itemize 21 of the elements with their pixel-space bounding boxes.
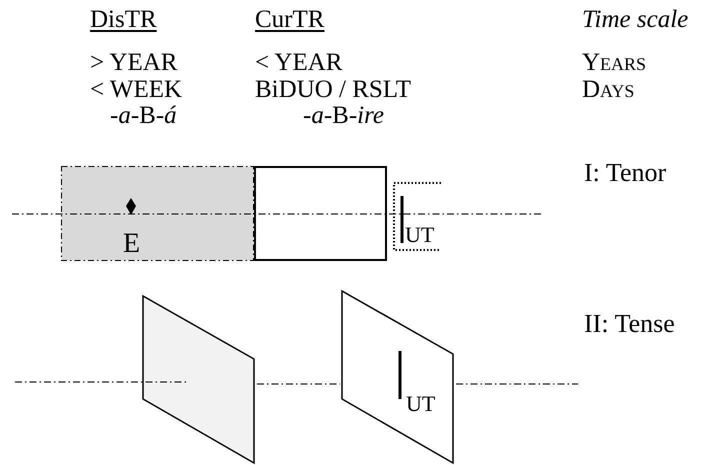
text-label: -a-B-ire [303,103,384,128]
text-label: < YEAR [255,50,342,75]
text-label: BiDUO / RSLT [255,77,412,102]
text-label: II: Tense [584,311,675,337]
node-label: UT [406,393,436,415]
text-label: Days [582,77,634,102]
node-label: UT [405,224,434,246]
text-label: > YEAR [90,50,178,75]
open-plane [341,290,454,464]
node-label: E [123,230,140,258]
text-label: Years [582,50,646,75]
dotted-bracket [393,182,441,251]
text-label: Time scale [582,7,688,32]
text-label: < WEEK [90,77,182,102]
shaded-plane [142,295,255,464]
text-label: -a-B-á [110,103,177,128]
open-box [254,166,387,261]
text-label: CurTR [255,7,324,32]
shaded-box [61,166,254,261]
text-label: I: Tenor [584,160,666,186]
text-label: DisTR [90,7,157,32]
